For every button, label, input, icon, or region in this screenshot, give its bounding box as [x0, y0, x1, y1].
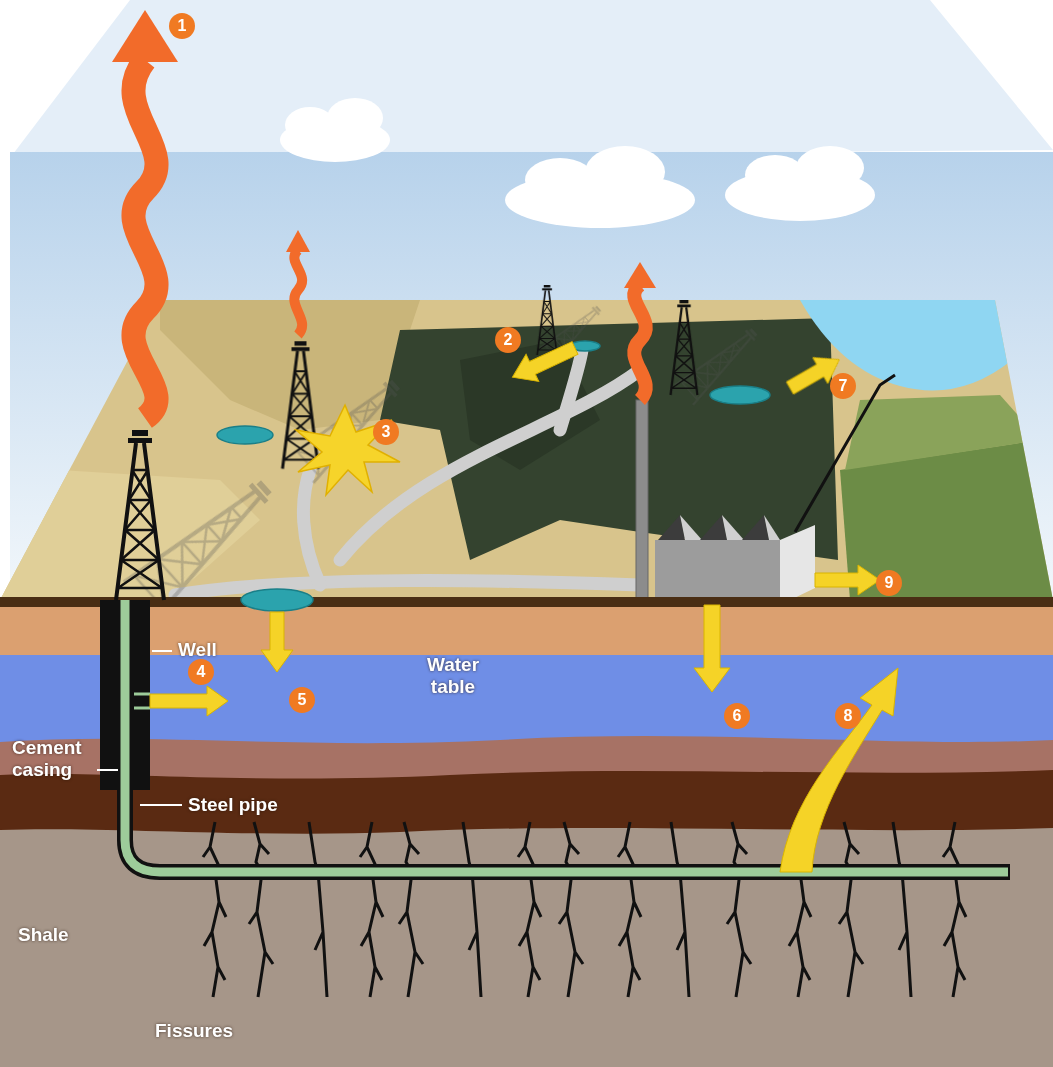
well-bore — [125, 600, 1008, 872]
leak-arrow — [815, 565, 880, 595]
land-surface — [380, 318, 838, 560]
emission-arrow — [112, 10, 656, 418]
land-surface — [0, 290, 1053, 610]
cloud — [585, 146, 665, 198]
processing-plant — [764, 515, 780, 540]
road — [175, 350, 640, 595]
fissure — [399, 822, 423, 997]
road — [560, 350, 582, 430]
sky-box — [10, 0, 1053, 158]
leader-line — [97, 651, 182, 805]
well-bore — [100, 600, 1010, 872]
fissure — [671, 822, 689, 997]
explosion-star — [296, 405, 400, 495]
land-surface — [800, 300, 1012, 390]
fissure — [839, 822, 863, 997]
land-surface — [0, 290, 1053, 610]
fissure — [360, 822, 383, 997]
road — [303, 470, 320, 585]
road — [175, 581, 640, 595]
part-label: Cement casing — [12, 737, 96, 781]
emission-arrow — [634, 285, 646, 400]
processing-plant — [636, 375, 895, 605]
part-label: Steel pipe — [188, 794, 278, 816]
cloud — [327, 98, 383, 138]
callout-number: 6 — [724, 703, 750, 729]
fissure — [249, 822, 273, 997]
processing-plant — [636, 400, 648, 605]
emission-arrow — [294, 250, 302, 335]
main-derrick — [116, 430, 164, 600]
part-label: Shale — [18, 924, 69, 946]
leak-arrow — [780, 668, 898, 872]
explosion-star — [296, 405, 400, 495]
fissure — [727, 822, 751, 997]
cloud — [280, 98, 875, 228]
callout-number: 7 — [830, 373, 856, 399]
part-label: Well — [178, 639, 217, 661]
leader-line — [97, 769, 118, 771]
pond — [241, 589, 313, 611]
cloud — [745, 155, 805, 195]
emission-arrow — [133, 60, 156, 418]
part-label: Water table — [413, 654, 493, 698]
drilling-derrick — [537, 285, 557, 355]
callout-number: 5 — [289, 687, 315, 713]
processing-plant — [722, 515, 744, 540]
callout-number: 8 — [835, 703, 861, 729]
cloud — [525, 158, 595, 202]
pond — [710, 386, 770, 404]
well-bore — [134, 694, 150, 708]
leader-line — [152, 650, 172, 652]
leak-arrow — [150, 334, 898, 872]
processing-plant — [680, 515, 702, 540]
drilling-derrick — [671, 300, 698, 395]
processing-plant — [655, 540, 780, 605]
callout-number: 3 — [373, 419, 399, 445]
fissure — [203, 822, 226, 997]
emission-arrow — [112, 10, 178, 62]
fissure — [943, 822, 966, 997]
fissure — [893, 822, 911, 997]
leak-arrow — [694, 605, 730, 692]
fissure — [463, 822, 481, 997]
emission-arrow — [286, 230, 310, 252]
cloud — [796, 146, 864, 190]
leak-arrow — [150, 686, 228, 716]
pond — [241, 589, 313, 611]
callout-number: 9 — [876, 570, 902, 596]
callout-number: 2 — [495, 327, 521, 353]
part-label: Fissures — [155, 1020, 233, 1042]
fissure — [618, 822, 641, 997]
ground-layers — [0, 600, 1053, 1067]
well-bore — [125, 600, 1010, 872]
cloud — [285, 107, 335, 143]
drilling-derrick — [283, 341, 319, 469]
derrick-shadow — [675, 321, 764, 405]
ground-layers — [0, 597, 1053, 607]
processing-plant — [780, 525, 815, 605]
emission-arrow — [624, 262, 656, 288]
fissure — [203, 822, 966, 997]
fissure — [518, 822, 541, 997]
ground-layers — [0, 600, 1053, 834]
fissure — [559, 822, 583, 997]
leader-line — [140, 804, 182, 806]
callout-number: 1 — [169, 13, 195, 39]
land-surface — [845, 395, 1040, 470]
ground-layers — [0, 597, 1053, 1067]
fissure — [309, 822, 327, 997]
pond — [217, 426, 273, 444]
ground-layers — [0, 606, 1053, 658]
leak-arrow — [261, 612, 293, 672]
callout-number: 4 — [188, 659, 214, 685]
main-derrick — [116, 430, 164, 600]
